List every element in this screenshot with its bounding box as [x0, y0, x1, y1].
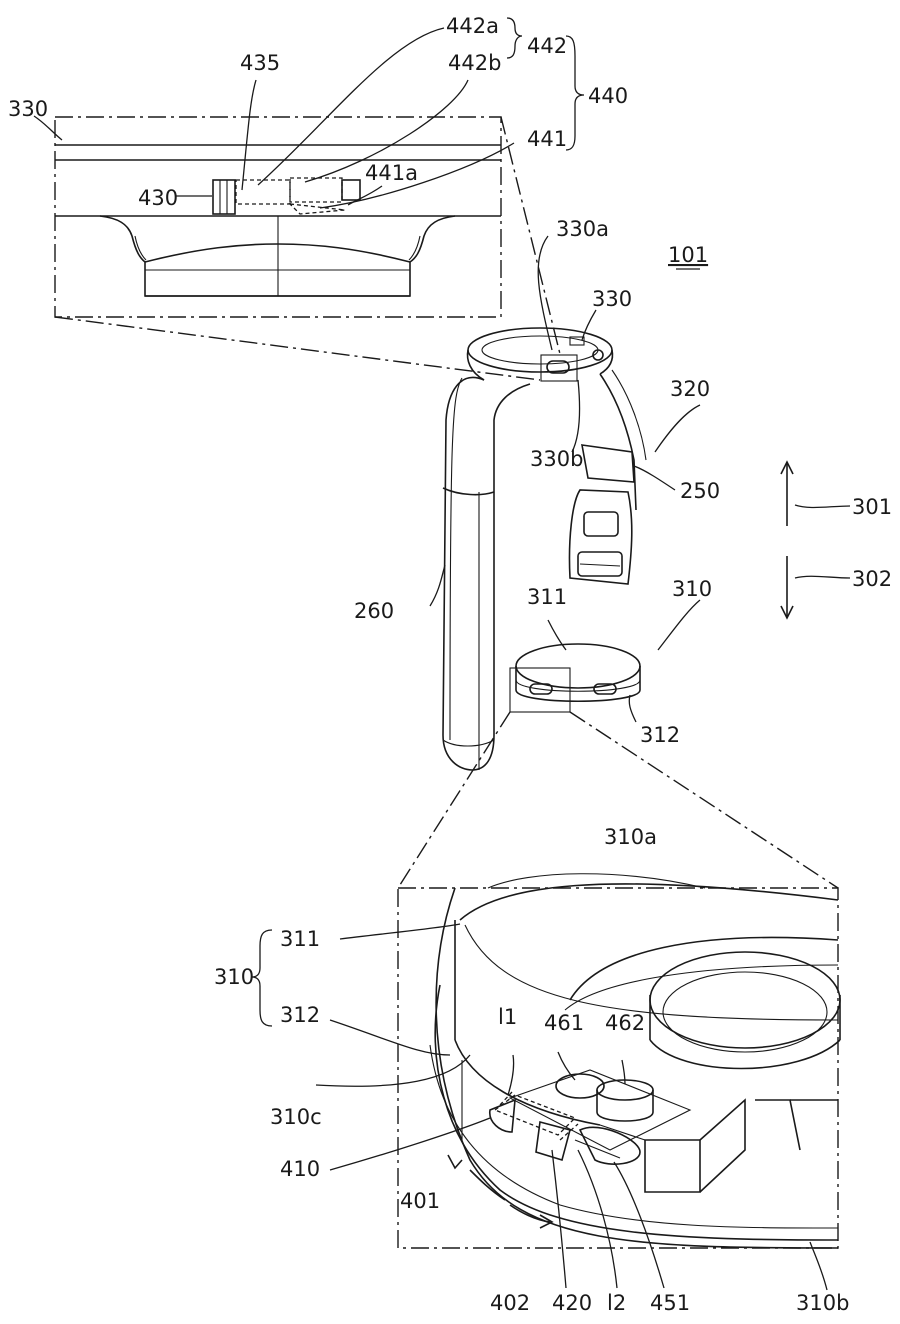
bottom-detail-view — [397, 873, 841, 1249]
label-250: 250 — [680, 479, 720, 503]
label-435: 435 — [240, 51, 280, 75]
label-330b: 330b — [530, 447, 583, 471]
label-410: 410 — [280, 1157, 320, 1181]
label-401: 401 — [400, 1189, 440, 1213]
label-402: 402 — [490, 1291, 530, 1315]
label-302: 302 — [852, 567, 892, 591]
grouping-braces — [251, 17, 585, 1027]
label-310-group: 310 — [214, 965, 254, 989]
label-310c: 310c — [270, 1105, 322, 1129]
label-441: 441 — [527, 127, 567, 151]
label-l1: l1 — [498, 1005, 517, 1029]
label-442: 442 — [527, 34, 567, 58]
label-441a: 441a — [365, 161, 418, 185]
label-l2: l2 — [607, 1291, 626, 1315]
label-311: 311 — [527, 585, 567, 609]
wearable-device — [442, 327, 647, 771]
label-310: 310 — [672, 577, 712, 601]
label-442b: 442b — [448, 51, 501, 75]
label-461: 461 — [544, 1011, 584, 1035]
label-451: 451 — [650, 1291, 690, 1315]
label-442a: 442a — [446, 14, 499, 38]
top-detail-view — [54, 116, 502, 318]
label-311-detail: 311 — [280, 927, 320, 951]
label-312: 312 — [640, 723, 680, 747]
label-420: 420 — [552, 1291, 592, 1315]
leader-lines — [33, 27, 851, 1291]
label-301: 301 — [852, 495, 892, 519]
label-figure-101: 101 — [668, 243, 708, 267]
reference-labels: 330 435 442a 442b 442 440 441 441a 430 3… — [8, 14, 892, 1315]
label-330-top: 330 — [8, 97, 48, 121]
label-440: 440 — [588, 84, 628, 108]
label-312-detail: 312 — [280, 1003, 320, 1027]
label-330a: 330a — [556, 217, 609, 241]
label-462: 462 — [605, 1011, 645, 1035]
label-330: 330 — [592, 287, 632, 311]
label-310a: 310a — [604, 825, 657, 849]
label-320: 320 — [670, 377, 710, 401]
label-430: 430 — [138, 186, 178, 210]
label-310b: 310b — [796, 1291, 849, 1315]
direction-arrows — [780, 460, 794, 620]
label-260: 260 — [354, 599, 394, 623]
